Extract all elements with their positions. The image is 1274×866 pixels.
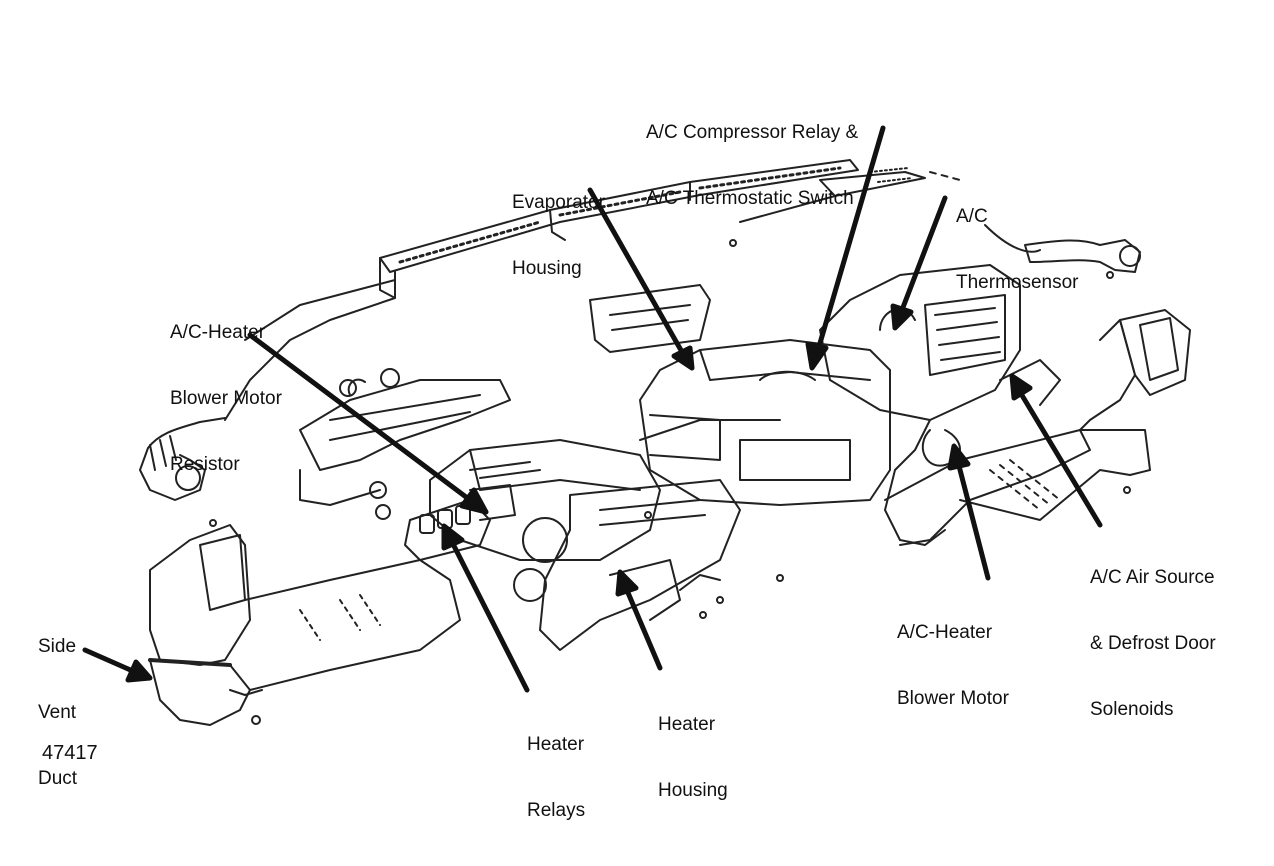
label-blower-motor: A/C-Heater Blower Motor — [897, 578, 1009, 754]
label-air-source-solenoids-line1: A/C Air Source — [1090, 567, 1215, 588]
label-blower-resistor-line2: Blower Motor — [170, 388, 282, 409]
upper-left-ducting — [299, 368, 511, 520]
label-heater-relays-line1: Heater — [527, 734, 585, 755]
label-blower-resistor: A/C-Heater Blower Motor Resistor — [170, 278, 282, 520]
label-compressor-relay: A/C Compressor Relay & A/C Thermostatic … — [646, 78, 858, 254]
label-air-source-solenoids-line2: & Defrost Door — [1090, 633, 1216, 654]
label-thermosensor-line2: Thermosensor — [956, 272, 1079, 293]
label-heater-housing-line2: Housing — [658, 780, 728, 801]
upper-right-duct — [739, 167, 1141, 273]
label-heater-relays-line2: Relays — [527, 800, 586, 821]
label-heater-housing: Heater Housing — [658, 670, 728, 846]
blower-section — [819, 264, 1061, 546]
label-blower-motor-line2: Blower Motor — [897, 688, 1009, 709]
left-hose — [139, 417, 226, 501]
right-vent-duct — [884, 309, 1191, 546]
left-duct — [148, 524, 461, 726]
diagram-canvas: A/C Compressor Relay & A/C Thermostatic … — [38, 78, 1216, 834]
label-side-vent-duct-line1: Side — [38, 636, 77, 657]
leader-arrows — [82, 125, 1103, 693]
figure-number: 47417 — [42, 742, 98, 764]
relay-bracket — [404, 484, 516, 561]
label-compressor-relay-line2: A/C Thermostatic Switch — [646, 188, 854, 209]
label-thermosensor: A/C Thermosensor — [956, 162, 1079, 338]
label-evaporator-housing-line2: Housing — [512, 258, 582, 279]
label-heater-housing-line1: Heater — [658, 714, 716, 735]
fasteners — [209, 239, 1131, 619]
label-side-vent-duct-line3: Duct — [38, 768, 78, 789]
hvac-assembly-drawing — [82, 125, 1191, 726]
label-side-vent-duct-line2: Vent — [38, 702, 77, 723]
label-compressor-relay-line1: A/C Compressor Relay & — [646, 122, 859, 143]
dash-rail — [224, 159, 859, 421]
label-heater-relays: Heater Relays — [527, 690, 585, 866]
label-blower-motor-line1: A/C-Heater — [897, 622, 993, 643]
label-evaporator-housing-line1: Evaporator — [512, 192, 605, 213]
label-air-source-solenoids: A/C Air Source & Defrost Door Solenoids — [1090, 523, 1216, 765]
label-evaporator-housing: Evaporator Housing — [512, 148, 605, 324]
label-air-source-solenoids-line3: Solenoids — [1090, 699, 1174, 720]
label-blower-resistor-line3: Resistor — [170, 454, 240, 475]
label-side-vent-duct: Side Vent Duct — [38, 592, 77, 834]
evaporator-housing — [639, 339, 891, 506]
label-thermosensor-line1: A/C — [956, 206, 988, 227]
centre-duct — [589, 284, 781, 441]
label-blower-resistor-line1: A/C-Heater — [170, 322, 266, 343]
